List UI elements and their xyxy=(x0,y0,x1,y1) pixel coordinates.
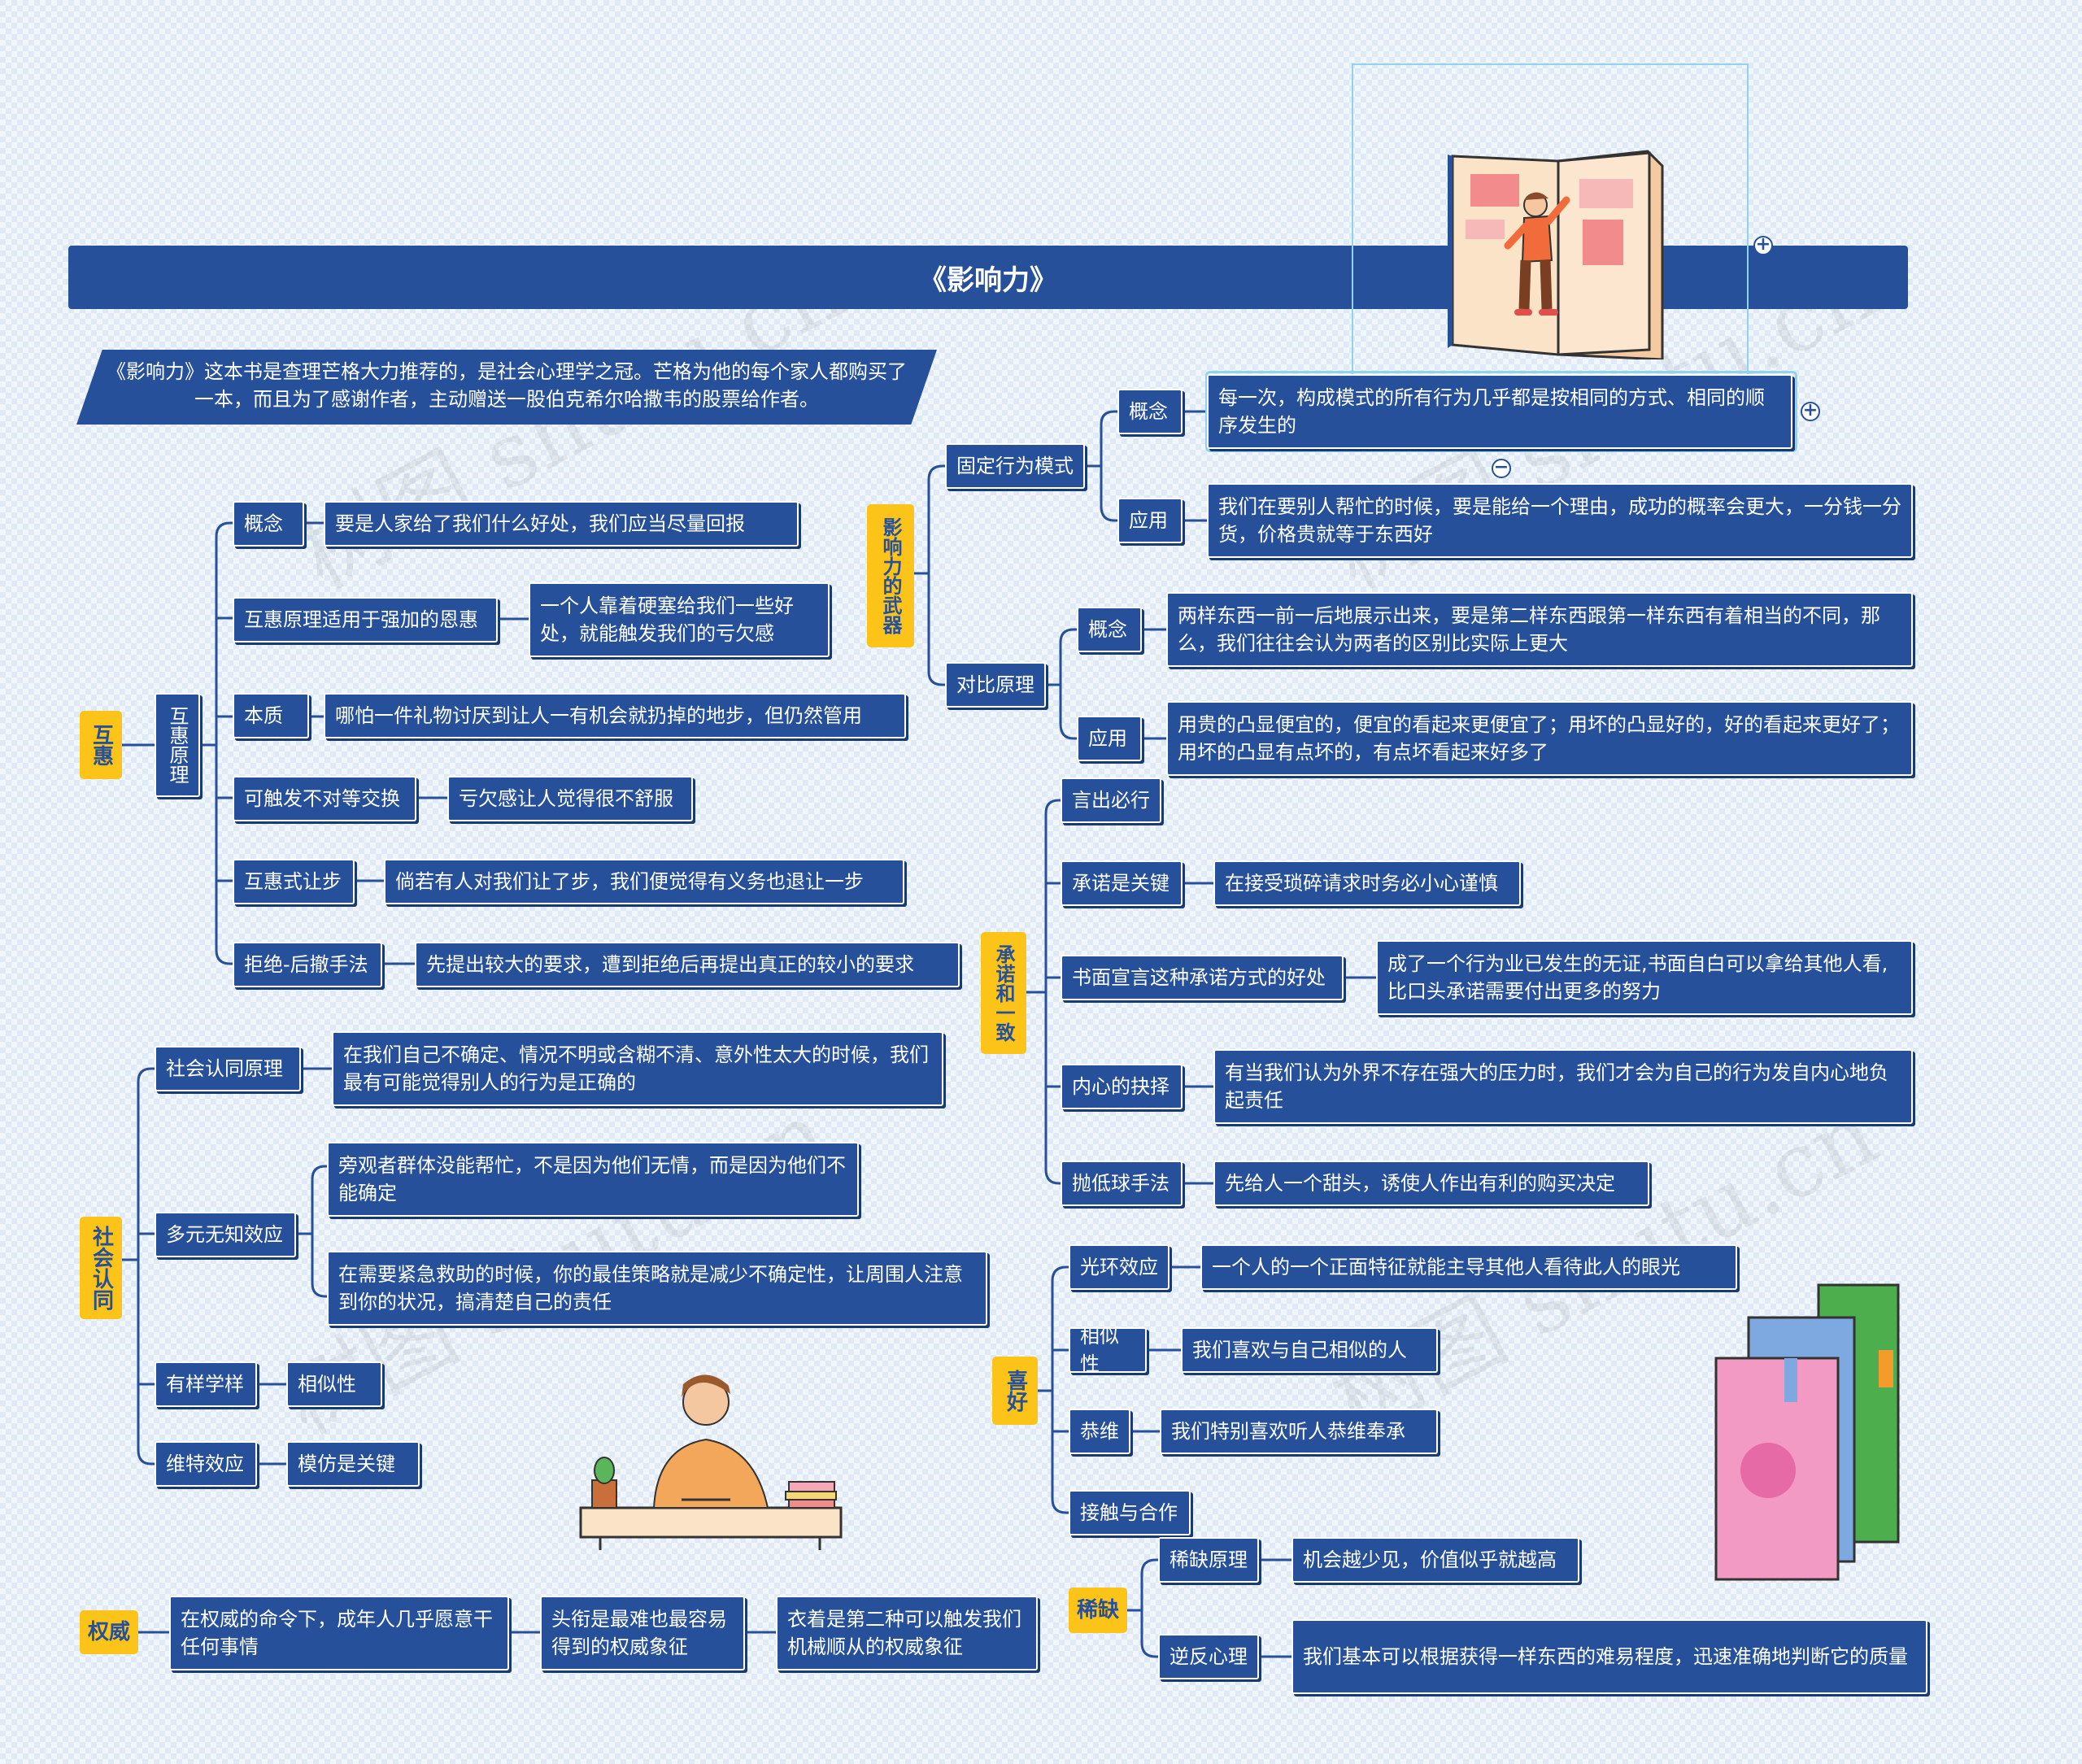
unequal-exchange-text[interactable]: 亏欠感让人觉得很不舒服 xyxy=(447,776,693,821)
werther-effect-text[interactable]: 模仿是关键 xyxy=(286,1441,420,1487)
branch-reciprocity[interactable]: 互惠 xyxy=(80,711,122,779)
reciprocity-concept-label[interactable]: 概念 xyxy=(233,501,304,547)
scarcity-principle-text[interactable]: 机会越少见，价值似乎就越高 xyxy=(1291,1537,1579,1583)
essence-label[interactable]: 本质 xyxy=(233,693,309,738)
branch-label: 权威 xyxy=(88,1621,130,1644)
contact-cooperation-label[interactable]: 接触与合作 xyxy=(1069,1490,1191,1535)
reciprocity-principle-node[interactable]: 互惠原理 xyxy=(155,693,200,797)
fap-concept-label[interactable]: 概念 xyxy=(1117,389,1183,434)
books-stack-illustration xyxy=(1711,1269,1931,1581)
similarity-text[interactable]: 我们喜欢与自己相似的人 xyxy=(1181,1327,1438,1373)
reciprocal-concession-label[interactable]: 互惠式让步 xyxy=(233,859,355,904)
branch-label: 承诺和一致 xyxy=(993,944,1014,1042)
contrast-application-text[interactable]: 用贵的凸显便宜的，便宜的看起来更便宜了；用坏的凸显好的，好的看起来更好了；用坏的… xyxy=(1166,701,1913,776)
keep-promise-label[interactable]: 言出必行 xyxy=(1061,777,1161,823)
branch-scarcity[interactable]: 稀缺 xyxy=(1069,1588,1127,1633)
fixed-action-pattern-label[interactable]: 固定行为模式 xyxy=(945,443,1085,489)
authority-item-2[interactable]: 头衔是最难也最容易得到的权威象征 xyxy=(540,1596,745,1670)
branch-label: 稀缺 xyxy=(1077,1599,1119,1622)
collapse-minus-icon[interactable]: − xyxy=(1492,459,1511,478)
title-text: 《影响力》 xyxy=(919,258,1057,298)
contrast-concept-text[interactable]: 两样东西一前一后地展示出来，要是第二样东西跟第一样东西有着相当的不同，那么，我们… xyxy=(1166,592,1913,667)
contrast-principle-label[interactable]: 对比原理 xyxy=(945,662,1046,708)
contrast-application-label[interactable]: 应用 xyxy=(1077,716,1142,761)
essence-text[interactable]: 哪怕一件礼物讨厌到让人一有机会就扔掉的地步，但仍然管用 xyxy=(324,693,906,738)
pluralistic-ignorance-label[interactable]: 多元无知效应 xyxy=(155,1212,296,1257)
inner-choice-label[interactable]: 内心的抉择 xyxy=(1061,1064,1183,1109)
expand-plus-icon[interactable]: + xyxy=(1753,236,1773,255)
open-book-illustration xyxy=(1444,146,1672,359)
unequal-exchange-label[interactable]: 可触发不对等交换 xyxy=(233,776,416,821)
reciprocity-concept-text[interactable]: 要是人家给了我们什么好处，我们应当尽量回报 xyxy=(324,501,799,547)
fap-application-label[interactable]: 应用 xyxy=(1117,498,1183,543)
branch-label: 互惠 xyxy=(89,724,113,766)
written-declaration-label[interactable]: 书面宣言这种承诺方式的好处 xyxy=(1061,955,1344,1000)
similarity-label[interactable]: 相似性 xyxy=(1069,1327,1147,1373)
scarcity-principle-label[interactable]: 稀缺原理 xyxy=(1158,1537,1259,1583)
branch-label: 影响力的武器 xyxy=(880,517,901,634)
reactance-text[interactable]: 我们基本可以根据获得一样东西的难易程度，迅速准确地判断它的质量 xyxy=(1291,1619,1927,1694)
forced-favor-text[interactable]: 一个人靠着硬塞给我们一些好处，就能触发我们的亏欠感 xyxy=(529,582,830,657)
intro-banner[interactable]: 《影响力》这本书是查理芒格大力推荐的，是社会心理学之冠。芒格为他的每个家人都购买… xyxy=(76,350,937,425)
lowball-text[interactable]: 先给人一个甜头，诱使人作出有利的购买决定 xyxy=(1213,1161,1649,1206)
branch-weapons-of-influence[interactable]: 影响力的武器 xyxy=(867,504,914,647)
student-at-desk-illustration xyxy=(576,1370,847,1553)
branch-commitment-consistency[interactable]: 承诺和一致 xyxy=(981,932,1026,1054)
fap-application-text[interactable]: 我们在要别人帮忙的时候，要是能给一个理由，成功的概率会更大，一分钱一分货，价格贵… xyxy=(1207,483,1913,558)
rejection-retreat-text[interactable]: 先提出较大的要求，遭到拒绝后再提出真正的较小的要求 xyxy=(415,942,960,987)
compliment-text[interactable]: 我们特别喜欢听人恭维奉承 xyxy=(1160,1409,1438,1454)
rejection-retreat-label[interactable]: 拒绝-后撤手法 xyxy=(233,942,382,987)
pluralistic-ignorance-text-2[interactable]: 在需要紧急救助的时候，你的最佳策略就是减少不确定性，让周围人注意到你的状况，搞清… xyxy=(327,1251,987,1326)
expand-plus-icon[interactable]: + xyxy=(1801,402,1820,421)
reciprocal-concession-text[interactable]: 倘若有人对我们让了步，我们便觉得有义务也退让一步 xyxy=(384,859,904,904)
social-proof-principle-text[interactable]: 在我们自己不确定、情况不明或含糊不清、意外性太大的时候，我们最有可能觉得别人的行… xyxy=(332,1031,943,1106)
branch-liking[interactable]: 喜好 xyxy=(992,1357,1038,1425)
imitation-label[interactable]: 有样学样 xyxy=(155,1361,257,1407)
branch-label: 社会认同 xyxy=(89,1226,113,1310)
authority-item-1[interactable]: 在权威的命令下，成年人几乎愿意干任何事情 xyxy=(169,1596,509,1670)
forced-favor-label[interactable]: 互惠原理适用于强加的恩惠 xyxy=(233,597,498,642)
authority-item-3[interactable]: 衣着是第二种可以触发我们机械顺从的权威象征 xyxy=(776,1596,1038,1670)
halo-effect-label[interactable]: 光环效应 xyxy=(1069,1244,1169,1290)
social-proof-principle-label[interactable]: 社会认同原理 xyxy=(155,1046,301,1091)
branch-authority[interactable]: 权威 xyxy=(80,1610,138,1654)
pluralistic-ignorance-text-1[interactable]: 旁观者群体没能帮忙，不是因为他们无情，而是因为他们不能确定 xyxy=(327,1142,859,1217)
werther-effect-label[interactable]: 维特效应 xyxy=(155,1441,257,1487)
compliment-label[interactable]: 恭维 xyxy=(1069,1409,1130,1454)
reactance-label[interactable]: 逆反心理 xyxy=(1158,1634,1259,1679)
node-label: 互惠原理 xyxy=(167,706,188,784)
commitment-key-text[interactable]: 在接受琐碎请求时务必小心谨慎 xyxy=(1213,860,1521,906)
branch-label: 喜好 xyxy=(1004,1370,1027,1412)
branch-social-proof[interactable]: 社会认同 xyxy=(80,1217,122,1319)
commitment-key-label[interactable]: 承诺是关键 xyxy=(1061,860,1183,906)
fap-concept-text[interactable]: 每一次，构成模式的所有行为几乎都是按相同的方式、相同的顺序发生的 xyxy=(1207,374,1792,449)
written-declaration-text[interactable]: 成了一个行为业已发生的无证,书面自白可以拿给其他人看,比口头承诺需要付出更多的努… xyxy=(1376,940,1913,1015)
contrast-concept-label[interactable]: 概念 xyxy=(1077,607,1142,652)
halo-effect-text[interactable]: 一个人的一个正面特征就能主导其他人看待此人的眼光 xyxy=(1200,1244,1737,1290)
inner-choice-text[interactable]: 有当我们认为外界不存在强大的压力时，我们才会为自己的行为发自内心地负起责任 xyxy=(1213,1049,1913,1124)
lowball-label[interactable]: 抛低球手法 xyxy=(1061,1161,1183,1206)
imitation-text[interactable]: 相似性 xyxy=(286,1361,382,1407)
